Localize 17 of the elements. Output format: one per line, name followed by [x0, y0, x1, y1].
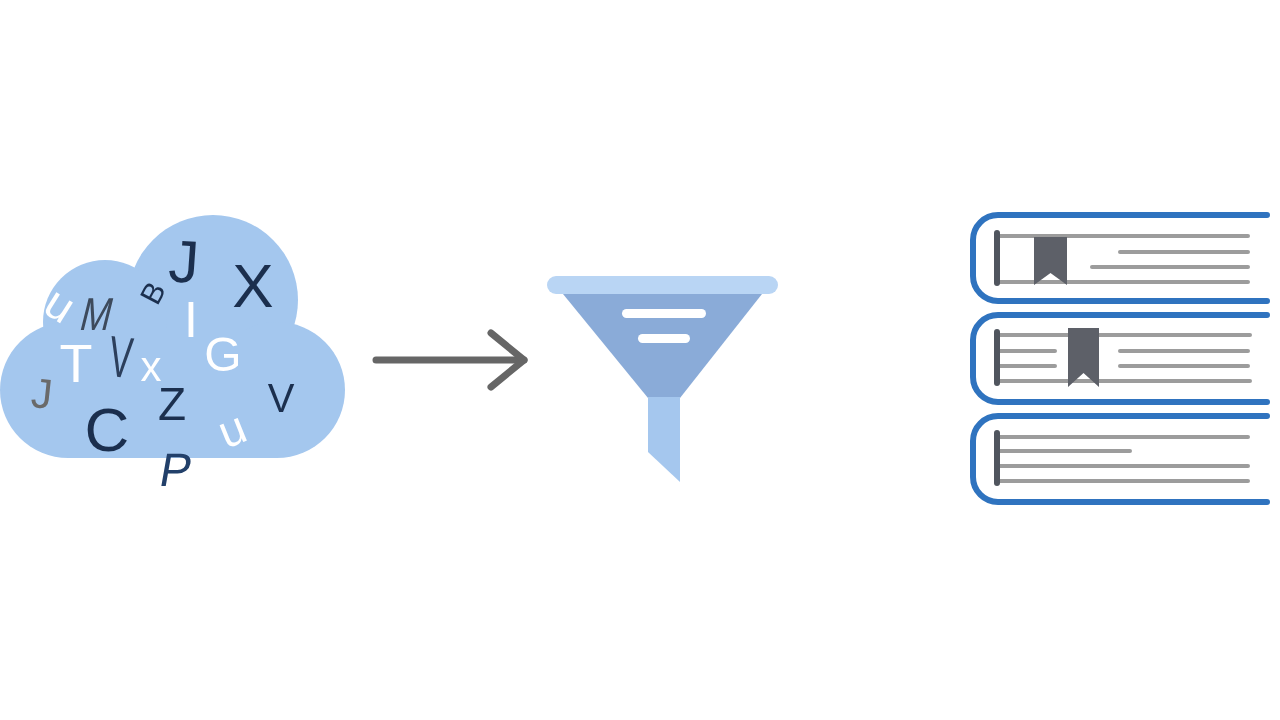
letter: C [84, 407, 130, 453]
letter: J [30, 377, 54, 411]
letter: M [77, 298, 117, 332]
letter: I [184, 302, 198, 338]
letter: X [232, 263, 274, 309]
letter: u [40, 284, 80, 326]
letter: x [140, 351, 162, 383]
letter: Z [157, 388, 187, 422]
letter: T [59, 343, 93, 383]
letter: u [213, 409, 251, 451]
letter: V [267, 383, 295, 413]
letter: B [138, 279, 168, 307]
letter: V [107, 335, 135, 379]
arrow [372, 329, 528, 391]
letter: G [204, 337, 242, 373]
letter: J [167, 239, 201, 285]
letter: P [157, 453, 195, 487]
